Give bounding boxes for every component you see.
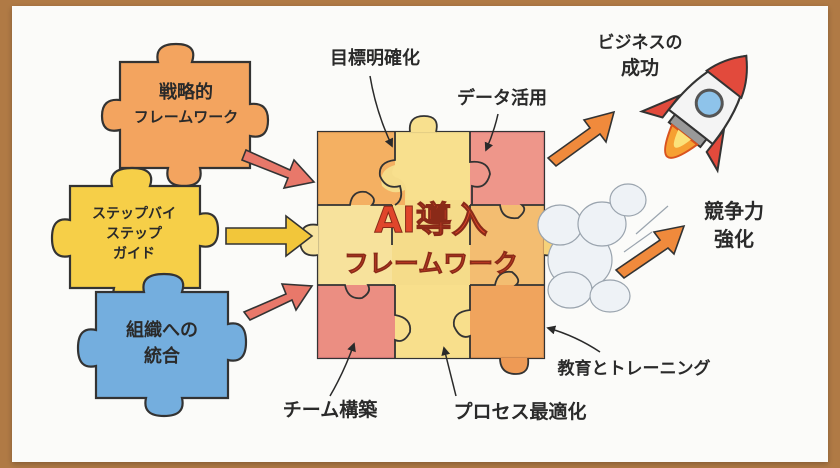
input-label-2-line3: ガイド [113,246,155,262]
arrow-input-2 [225,214,314,258]
tile-top-left [318,132,405,205]
arrow-input-1 [240,148,316,190]
pointer-goal-clarity [369,75,394,148]
callout-process-opt: プロセス最適化 [453,400,586,423]
input-label-2-line1: ステップバイ [92,206,176,222]
rocket-smoke [537,183,647,313]
center-subtitle: フレームワーク [344,249,518,278]
pointer-team-building [329,342,356,397]
input-label-1-line1: 戦略的 [159,81,213,103]
tile-bottom-middle [395,285,470,358]
input-piece-strategy [100,42,270,188]
arrow-input-3 [242,283,314,322]
rocket [638,54,748,174]
input-piece-integration [76,272,248,418]
puzzle-seams [318,132,544,358]
callout-training: 教育とトレーニング [557,358,711,379]
pointer-process-opt [441,346,457,397]
callout-data-use: データ活用 [457,87,547,109]
tile-mid-left [318,205,392,285]
outcome-2-line1: 競争力 [704,199,764,223]
tile-top-middle [392,132,470,200]
pointer-data-use [484,113,499,152]
input-label-1-line2: フレームワーク [134,108,239,126]
input-label-2-line2: ステップ [106,226,163,242]
tile-bottom-right [470,285,544,358]
input-label-3-line2: 統合 [144,345,181,367]
arrow-output-competitiveness [614,224,686,280]
outcome-1-line2: 成功 [621,56,659,79]
input-piece-guide [50,166,220,306]
callout-team-building: チーム構築 [283,398,378,421]
center-title: AI導入 [374,200,487,241]
tile-bottom-left [318,285,395,358]
callout-goal-clarity: 目標明確化 [330,47,420,69]
outcome-1-line1: ビジネスの [598,33,683,53]
tab-bottom [499,357,530,375]
tile-top-right [470,132,544,205]
input-label-3-line1: 組織への [126,319,198,341]
smoke-speed-lines [623,205,669,253]
tile-mid-right [470,205,544,285]
outcome-2-line2: 強化 [714,227,754,251]
pointer-training [546,325,601,353]
arrow-output-success [546,110,616,168]
tab-top [408,115,438,133]
center-puzzle [299,115,563,375]
